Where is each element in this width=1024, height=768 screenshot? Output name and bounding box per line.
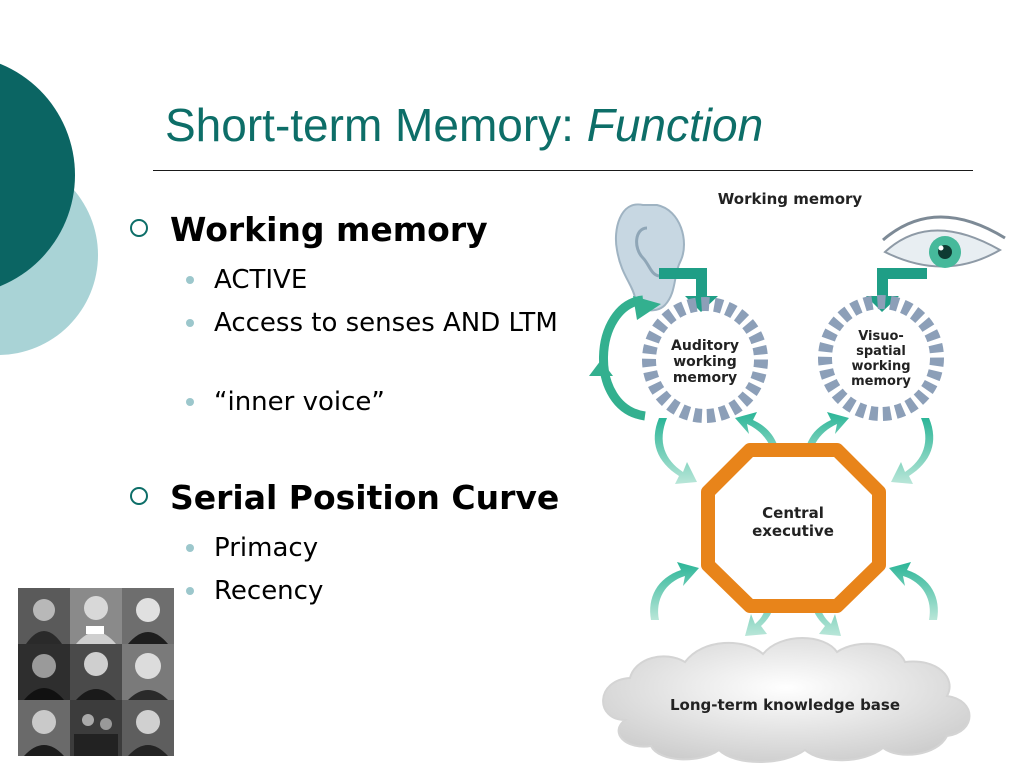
title-main: Short-term Memory: — [165, 99, 587, 151]
svg-text:Central: Central — [762, 504, 824, 522]
portrait-row-3 — [18, 700, 174, 756]
title-divider — [153, 170, 973, 171]
subitem-inner-voice: “inner voice” — [186, 384, 385, 420]
flow-arrows-upper — [654, 412, 934, 484]
subitem-primacy: Primacy — [186, 530, 319, 566]
decorative-circles — [0, 63, 98, 355]
eye-icon — [882, 215, 1006, 268]
subitem-label: Recency — [214, 576, 324, 606]
dot-bullet-icon — [186, 544, 194, 552]
bullet-label: Working memory — [170, 210, 488, 249]
portrait-row-2 — [18, 644, 174, 700]
dot-bullet-icon — [186, 276, 194, 284]
svg-text:working: working — [851, 359, 910, 374]
subitem-recency: Recency — [186, 573, 324, 609]
subitem-label: “inner voice” — [214, 387, 385, 417]
subitem-access: Access to senses AND LTM — [186, 305, 574, 341]
working-memory-diagram: Working memory Auditory working memory — [589, 190, 1006, 763]
svg-text:Visuo-: Visuo- — [858, 329, 904, 344]
svg-text:memory: memory — [851, 374, 911, 389]
svg-text:spatial: spatial — [856, 344, 906, 359]
visuospatial-working-memory: Visuo- spatial working memory — [818, 295, 944, 421]
bullet-working-memory: Working memory — [130, 210, 488, 249]
bullet-serial-position: Serial Position Curve — [130, 478, 559, 517]
subitem-label: Access to senses AND LTM — [214, 308, 558, 338]
portrait-row-1 — [18, 588, 174, 644]
auditory-working-memory: Auditory working memory — [642, 297, 768, 423]
svg-text:working: working — [673, 354, 737, 370]
long-term-knowledge-base: Long-term knowledge base — [602, 637, 971, 763]
dot-bullet-icon — [186, 319, 194, 327]
circle-bullet-icon — [130, 218, 148, 237]
dot-bullet-icon — [186, 398, 194, 406]
svg-text:memory: memory — [673, 370, 737, 386]
diagram-title: Working memory — [718, 190, 863, 208]
svg-text:Long-term knowledge base: Long-term knowledge base — [670, 696, 900, 714]
subitem-active: ACTIVE — [186, 262, 308, 298]
subitem-label: Primacy — [214, 533, 319, 563]
central-executive: Central executive — [701, 443, 886, 613]
circle-bullet-icon — [130, 486, 148, 505]
portrait-collage — [18, 588, 174, 756]
subitem-label: ACTIVE — [214, 265, 308, 295]
rehearsal-loop-arrow — [589, 295, 661, 421]
dot-bullet-icon — [186, 587, 194, 595]
ear-icon — [615, 203, 685, 312]
slide-title: Short-term Memory: Function — [165, 98, 763, 152]
bullet-label: Serial Position Curve — [170, 478, 560, 517]
title-italic: Function — [586, 99, 764, 151]
svg-text:executive: executive — [752, 522, 834, 540]
svg-text:Auditory: Auditory — [671, 338, 739, 354]
